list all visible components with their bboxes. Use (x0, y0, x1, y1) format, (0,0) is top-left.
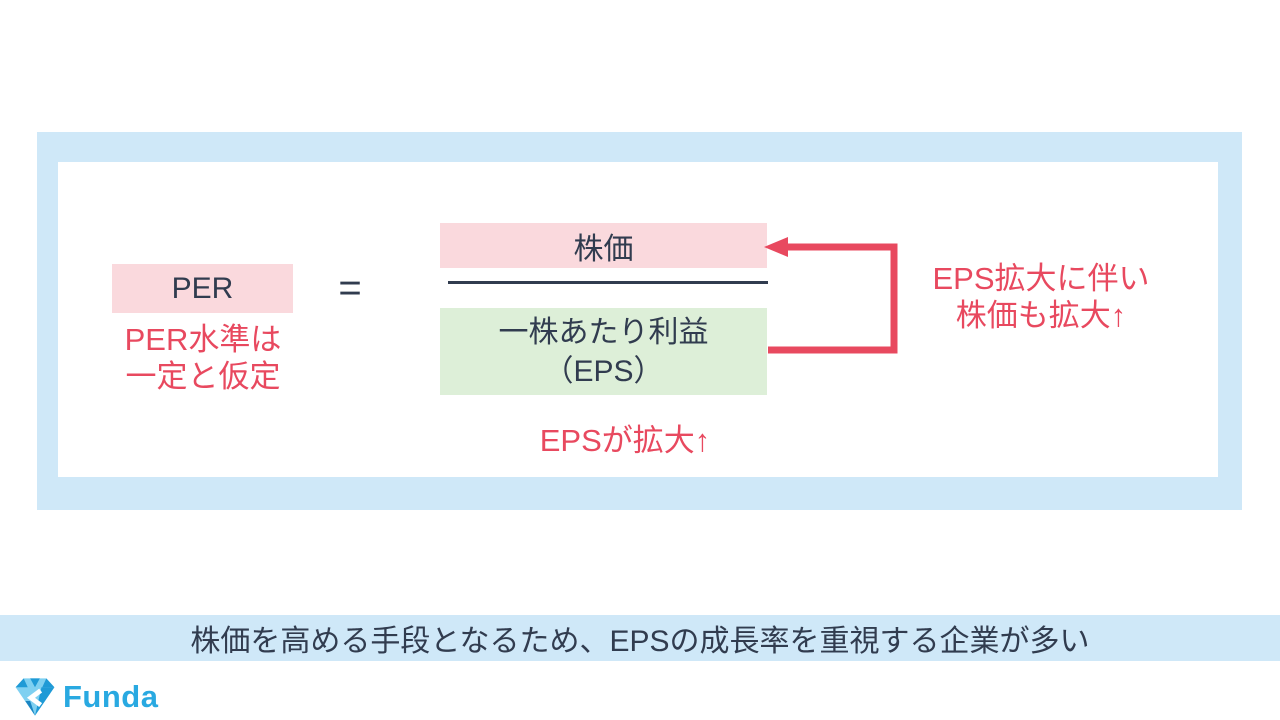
per-caption-line2: 一定と仮定 (125, 359, 281, 394)
arrow-note: EPS拡大に伴い 株価も拡大↑ (910, 260, 1172, 334)
arrow-note-line2: 株価も拡大↑ (955, 298, 1127, 333)
equals-sign: = (338, 266, 362, 310)
eps-expand-caption: EPSが拡大↑ (539, 423, 711, 458)
funda-logo: Funda (14, 676, 159, 718)
fraction-divider (448, 281, 768, 284)
per-box-label: PER (171, 271, 234, 305)
arrow-note-line1: EPS拡大に伴い (932, 261, 1150, 296)
stock-price-box: 株価 (440, 223, 767, 268)
per-box: PER (112, 264, 293, 313)
eps-box: 一株あたり利益 （EPS） (440, 308, 767, 395)
bottom-banner: 株価を高める手段となるため、EPSの成長率を重視する企業が多い (0, 615, 1280, 661)
funda-gem-icon (15, 678, 55, 716)
stock-price-label: 株価 (573, 232, 634, 266)
eps-box-line2: （EPS） (543, 354, 664, 388)
per-caption: PER水準は 一定と仮定 (85, 321, 321, 395)
per-caption-line1: PER水準は (124, 322, 282, 357)
bottom-banner-text: 株価を高める手段となるため、EPSの成長率を重視する企業が多い (190, 625, 1090, 658)
funda-logo-text: Funda (63, 679, 159, 714)
eps-box-line1: 一株あたり利益 (498, 315, 709, 349)
